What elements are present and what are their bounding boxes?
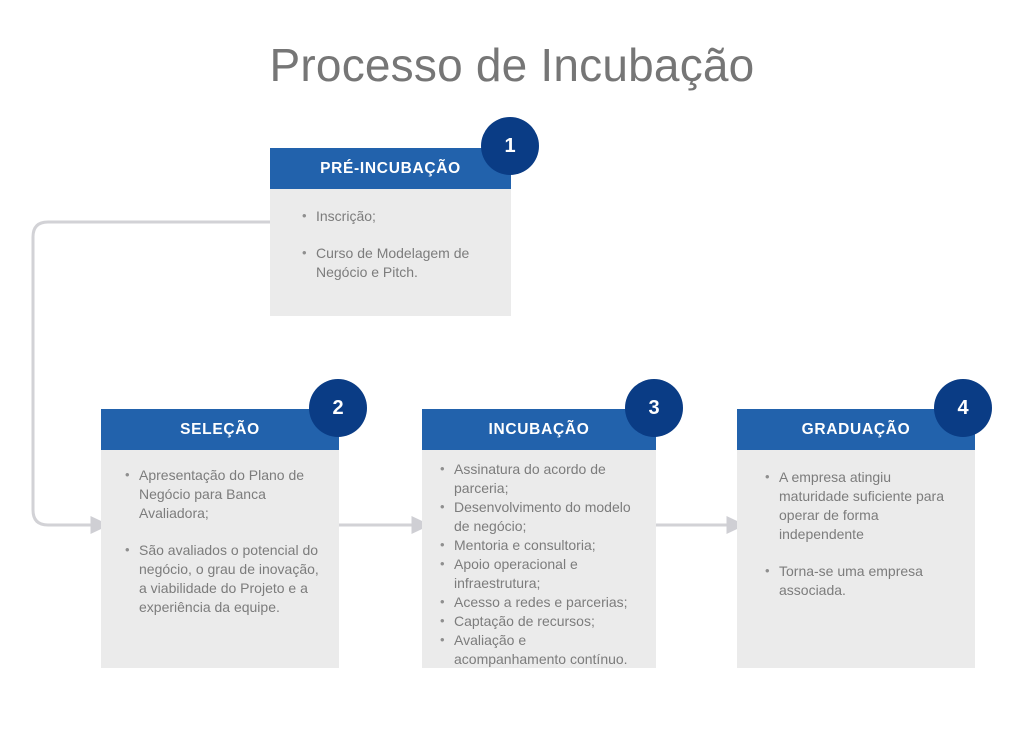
page-title: Processo de Incubação (269, 38, 755, 91)
step-card-header-1: PRÉ-INCUBAÇÃO (270, 148, 511, 189)
list-item: Mentoria e consultoria; (440, 535, 642, 555)
step-card-pre-incubacao[interactable]: PRÉ-INCUBAÇÃO Inscrição; Curso de Modela… (270, 148, 511, 316)
step-card-header-2: SELEÇÃO (101, 409, 339, 450)
list-item: Apresentação do Plano de Negócio para Ba… (125, 465, 325, 523)
step-card-body-4: A empresa atingiu maturidade suficiente … (737, 450, 975, 668)
step-card-body-2: Apresentação do Plano de Negócio para Ba… (101, 450, 339, 668)
step-card-header-3: INCUBAÇÃO (422, 409, 656, 450)
step-card-selecao[interactable]: SELEÇÃO Apresentação do Plano de Negócio… (101, 409, 339, 668)
step-card-body-3: Assinatura do acordo de parceria; Desenv… (422, 450, 656, 668)
list-item: Curso de Modelagem de Negócio e Pitch. (302, 243, 497, 282)
list-item: Desenvolvimento do modelo de negócio; (440, 497, 642, 536)
step-card-graduacao[interactable]: GRADUAÇÃO A empresa atingiu maturidade s… (737, 409, 975, 668)
step-number-badge-2: 2 (309, 379, 367, 437)
step-bullet-list-1: Inscrição; Curso de Modelagem de Negócio… (292, 206, 497, 282)
step-number-badge-4: 4 (934, 379, 992, 437)
list-item: São avaliados o potencial do negócio, o … (125, 540, 325, 617)
step-bullet-list-4: A empresa atingiu maturidade suficiente … (755, 467, 961, 600)
list-item: Captação de recursos; (440, 611, 642, 631)
step-card-body-1: Inscrição; Curso de Modelagem de Negócio… (270, 189, 511, 316)
step-card-incubacao[interactable]: INCUBAÇÃO Assinatura do acordo de parcer… (422, 409, 656, 668)
list-item: Assinatura do acordo de parceria; (440, 459, 642, 498)
step-bullet-list-2: Apresentação do Plano de Negócio para Ba… (115, 465, 325, 617)
step-number-badge-1: 1 (481, 117, 539, 175)
list-item: Avaliação e acompanhamento contínuo. (440, 630, 642, 669)
step-number-badge-3: 3 (625, 379, 683, 437)
list-item: Torna-se uma empresa associada. (765, 561, 961, 600)
list-item: Inscrição; (302, 206, 497, 226)
step-bullet-list-3: Assinatura do acordo de parceria; Desenv… (430, 459, 642, 669)
list-item: Acesso a redes e parcerias; (440, 592, 642, 612)
list-item: A empresa atingiu maturidade suficiente … (765, 467, 961, 544)
list-item: Apoio operacional e infraestrutura; (440, 554, 642, 593)
